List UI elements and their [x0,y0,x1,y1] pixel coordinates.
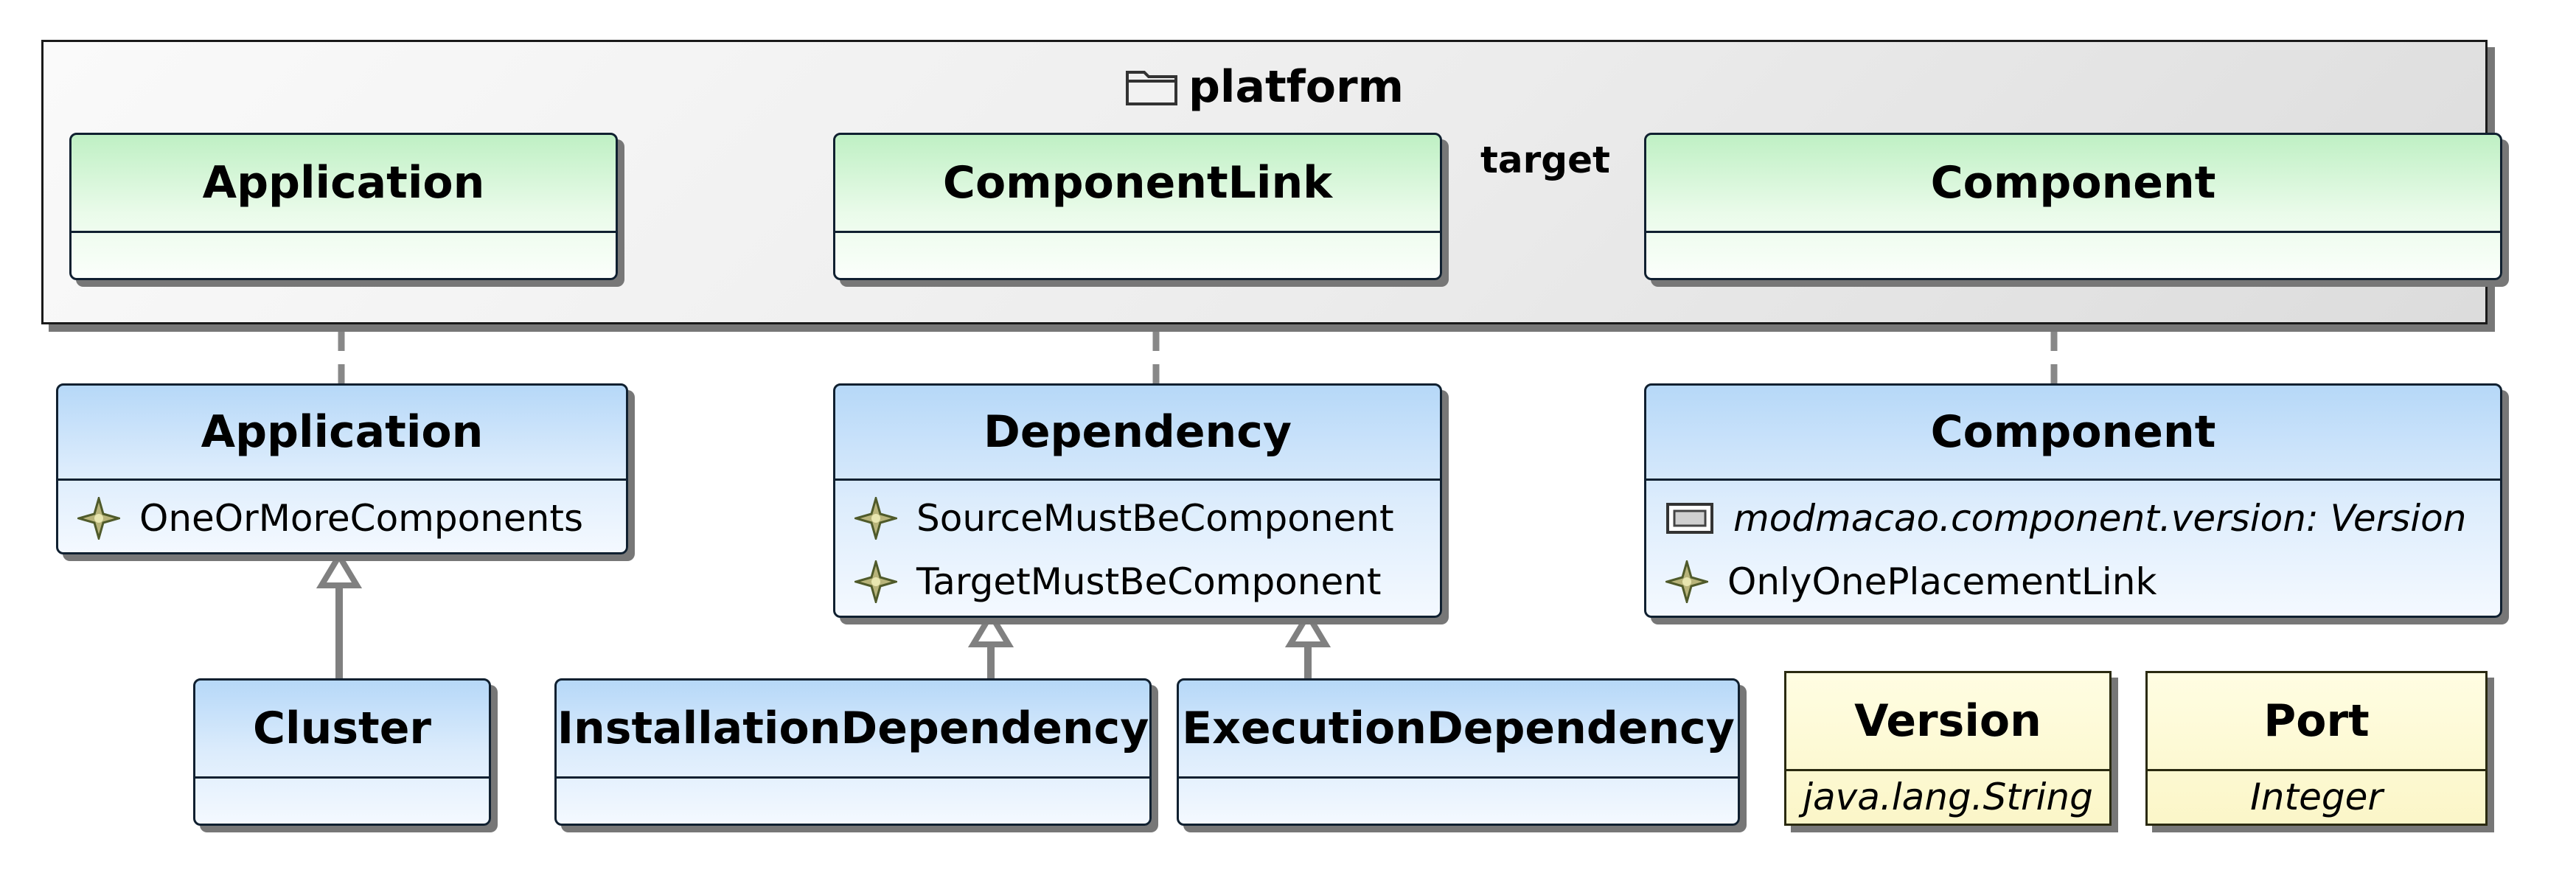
class-dependency[interactable]: Dependency SourceMustBeComponent TargetM… [833,383,1442,618]
datatype-name: Port [2148,673,2485,771]
datatype-type: Integer [2250,776,2383,818]
constraint-star-icon [854,497,897,540]
constraint-label: TargetMustBeComponent [916,560,1382,603]
class-name: ExecutionDependency [1179,681,1738,779]
class-name: Component [1646,386,2500,481]
class-name: Component [1646,135,2500,233]
constraint-item[interactable]: OneOrMoreComponents [58,487,626,550]
datatype-port[interactable]: Port Integer [2145,671,2488,826]
constraint-list: OneOrMoreComponents [58,481,626,552]
constraint-list: SourceMustBeComponent TargetMustBeCompon… [835,481,1440,616]
package-title: platform [43,61,2485,117]
attribute-label: modmacao.component.version: Version [1733,497,2467,540]
constraint-label: SourceMustBeComponent [916,497,1394,540]
generalization-arrowhead-installation [967,609,1014,647]
constraint-star-icon [854,560,897,603]
class-name: InstallationDependency [557,681,1149,779]
class-name: Application [58,386,626,481]
target-label: target [1480,139,1610,181]
datatype-version[interactable]: Version java.lang.String [1784,671,2112,826]
class-component-platform[interactable]: Component [1644,133,2502,280]
class-name: ComponentLink [835,135,1440,233]
class-componentlink-platform[interactable]: ComponentLink [833,133,1442,280]
package-title-text: platform [1188,61,1404,113]
class-cluster[interactable]: Cluster [193,678,491,826]
class-executiondependency[interactable]: ExecutionDependency [1177,678,1740,826]
generalization-arrowhead-cluster [316,550,363,588]
class-component[interactable]: Component modmacao.component.version: Ve… [1644,383,2502,618]
class-application-platform[interactable]: Application [69,133,618,280]
class-installationdependency[interactable]: InstallationDependency [554,678,1152,826]
generalization-arrowhead-execution [1284,609,1331,647]
class-name: Dependency [835,386,1440,481]
constraint-item[interactable]: SourceMustBeComponent [835,487,1440,550]
constraint-label: OneOrMoreComponents [139,497,584,540]
folder-icon [1125,65,1178,117]
class-name: Application [72,135,616,233]
datatype-name: Version [1786,673,2109,771]
constraint-item[interactable]: OnlyOnePlacementLink [1646,550,2500,613]
class-application[interactable]: Application OneOrMoreComponents [56,383,628,554]
attribute-icon [1665,502,1714,535]
class-name: Cluster [195,681,489,779]
constraint-star-icon [1665,560,1708,603]
constraint-item[interactable]: TargetMustBeComponent [835,550,1440,613]
datatype-type: java.lang.String [1803,776,2093,818]
constraint-label: OnlyOnePlacementLink [1727,560,2157,603]
constraint-star-icon [77,497,120,540]
attribute-item[interactable]: modmacao.component.version: Version [1646,487,2500,550]
attribute-list: modmacao.component.version: Version Only… [1646,481,2500,616]
